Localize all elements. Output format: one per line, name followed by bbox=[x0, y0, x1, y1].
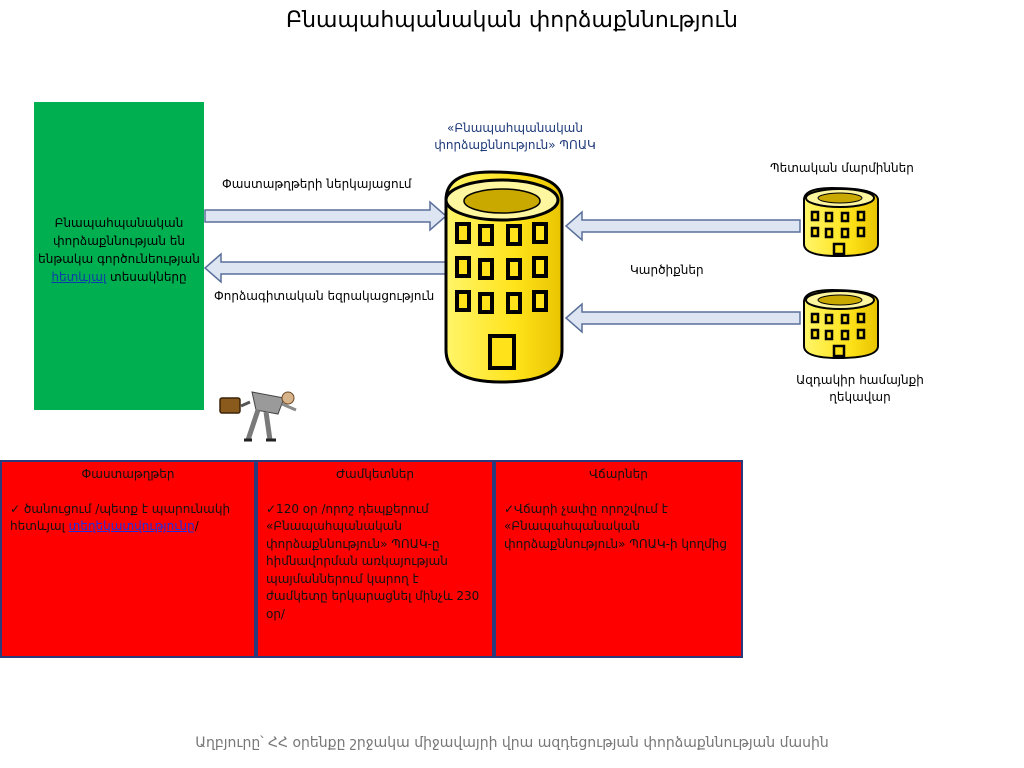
fees-text: ✓Վճարի չափը որոշվում է «Բնապահպանական փո… bbox=[504, 501, 727, 551]
state-bodies-building-icon bbox=[803, 186, 879, 258]
diagram-graphics bbox=[203, 170, 879, 442]
activity-types-box bbox=[34, 102, 204, 410]
fees-header: Վճարներ bbox=[589, 467, 648, 481]
terms-box: Ժամկետներ ✓120 օր /որոշ դեպքերում «Բնապա… bbox=[256, 460, 494, 658]
arrow-submit bbox=[204, 200, 448, 232]
activity-types-link[interactable]: հետևյալ bbox=[51, 270, 107, 284]
arrow-community-opinions bbox=[564, 302, 801, 334]
documents-info-link[interactable]: տեղեկատվությունը bbox=[68, 519, 195, 533]
activity-types-label: Բնապահպանական փորձաքննության են ենթակա գ… bbox=[38, 216, 200, 266]
fees-box: Վճարներ ✓Վճարի չափը որոշվում է «Բնապահպա… bbox=[494, 460, 743, 658]
expert-opinion-label: Փորձագիտական եզրակացություն bbox=[214, 289, 435, 303]
businessman-icon bbox=[219, 391, 297, 442]
documents-box: Փաստաթղթեր ✓ ծանուցում /պետք է պարունակի… bbox=[0, 460, 256, 658]
community-head-label: Ազդակիր համայնքի ղեկավար bbox=[796, 373, 924, 404]
arrow-state-opinions bbox=[564, 210, 801, 242]
activity-types-text: Բնապահպանական փորձաքննության են ենթակա գ… bbox=[34, 214, 204, 286]
terms-header: Ժամկետներ bbox=[335, 467, 415, 481]
state-bodies-label: Պետական մարմիններ bbox=[770, 161, 914, 175]
center-organization-label: «Բնապահպանական փորձաքննություն» ՊՈԱԿ bbox=[434, 121, 596, 152]
opinions-label: Կարծիքներ bbox=[630, 263, 704, 277]
documents-header: Փաստաթղթեր bbox=[81, 467, 175, 481]
terms-text: ✓120 օր /որոշ դեպքերում «Բնապահպանական փ… bbox=[266, 501, 480, 621]
source-footnote: Աղբյուրը՝ ՀՀ օրենքը շրջակա միջավայրի վրա… bbox=[195, 735, 829, 751]
arrow-opinion bbox=[203, 252, 447, 284]
main-building-icon bbox=[444, 170, 564, 384]
activity-types-suffix: տեսակները bbox=[106, 270, 187, 284]
submit-docs-label: Փաստաթղթերի ներկայացում bbox=[222, 177, 412, 191]
page-title: Բնապահպանական փորձաքննություն bbox=[286, 8, 738, 33]
community-building-icon bbox=[803, 288, 879, 360]
documents-text: ✓ ծանուցում /պետք է պարունակի հետևյալ տե… bbox=[10, 501, 231, 534]
